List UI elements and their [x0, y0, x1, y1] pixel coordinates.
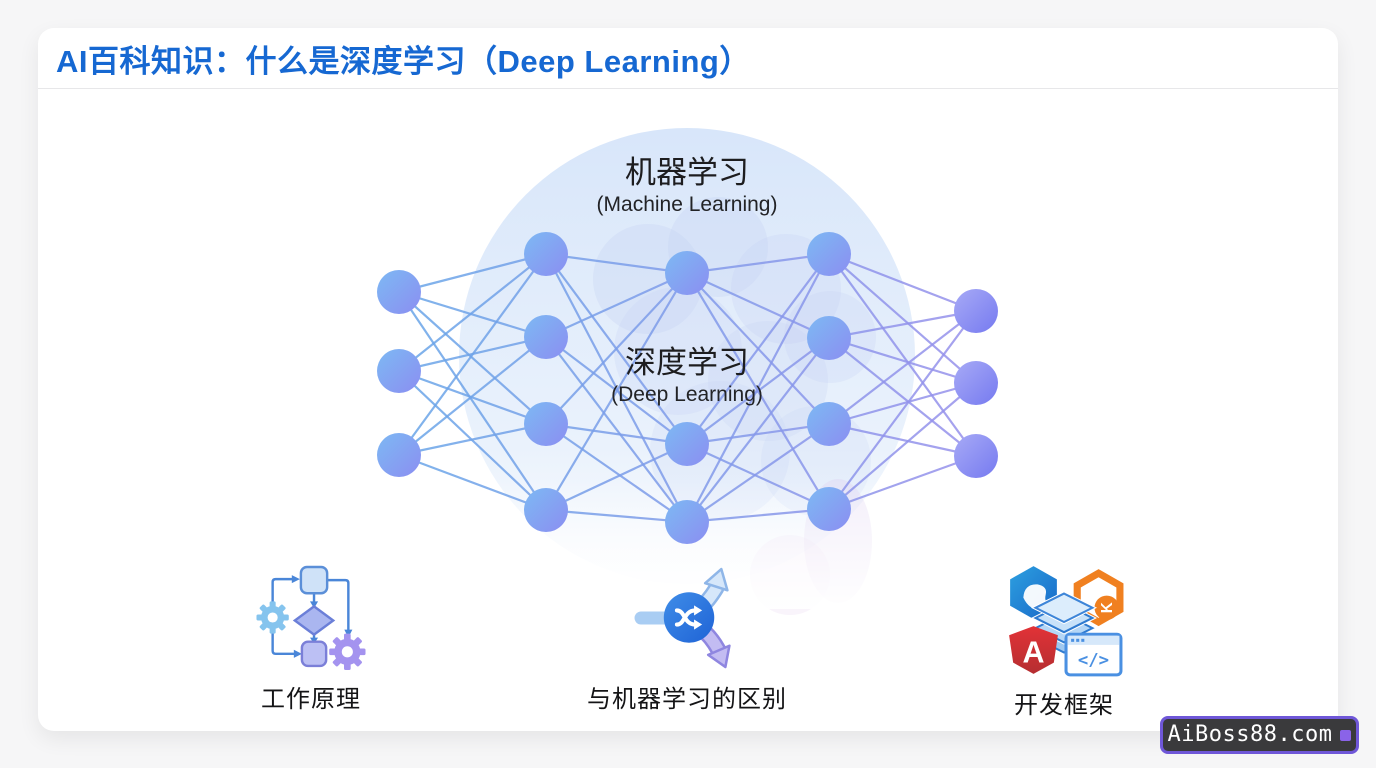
network-node — [807, 316, 851, 360]
network-node — [377, 433, 421, 477]
network-node — [377, 349, 421, 393]
framework-logos-icon: K A — [1009, 566, 1124, 677]
network-node — [524, 488, 568, 532]
svg-text:A: A — [1022, 636, 1044, 670]
branch-arrows-icon — [634, 567, 731, 669]
network-nodes — [377, 232, 998, 544]
feature-frameworks: K A — [984, 565, 1144, 720]
network-node — [807, 487, 851, 531]
slide-card: AI百科知识：什么是深度学习（Deep Learning） — [38, 28, 1338, 731]
feature-difference-label: 与机器学习的区别 — [587, 686, 787, 713]
network-node — [377, 270, 421, 314]
watermark-badge: AiBoss88.com — [1160, 716, 1359, 754]
feature-how-it-works-label: 工作原理 — [261, 686, 361, 713]
red-shield-logo: A — [1009, 626, 1058, 674]
feature-how-it-works: 工作原理 — [236, 565, 386, 714]
network-node — [807, 402, 851, 446]
svg-text:</>: </> — [1078, 651, 1109, 671]
network-connections — [398, 252, 977, 524]
network-node — [807, 232, 851, 276]
slide-header: AI百科知识：什么是深度学习（Deep Learning） — [38, 28, 1338, 89]
network-node — [524, 232, 568, 276]
page-title: AI百科知识：什么是深度学习（Deep Learning） — [56, 43, 751, 79]
network-node — [524, 315, 568, 359]
gear-left-icon — [256, 601, 289, 634]
svg-text:K: K — [1099, 602, 1116, 613]
network-node — [954, 289, 998, 333]
neural-network-diagram — [377, 128, 998, 615]
code-window-logo: </> — [1064, 632, 1123, 677]
network-node — [524, 402, 568, 446]
watermark-square-icon — [1340, 729, 1352, 741]
network-node — [665, 422, 709, 466]
orange-hexagon-logo: K — [1073, 569, 1124, 627]
watermark-text: AiBoss88.com — [1167, 722, 1333, 747]
network-node — [954, 361, 998, 405]
diagram-area: 机器学习 (Machine Learning) 深度学习 (Deep Learn… — [38, 89, 1338, 731]
network-node — [665, 500, 709, 544]
shuffle-icon — [674, 608, 698, 627]
feature-frameworks-label: 开发框架 — [1014, 692, 1114, 719]
halo-circle — [459, 128, 915, 584]
network-node — [665, 251, 709, 295]
flowchart-gears-icon — [256, 565, 366, 670]
gear-right-icon — [329, 633, 366, 670]
network-node — [954, 434, 998, 478]
feature-difference: 与机器学习的区别 — [557, 565, 817, 714]
